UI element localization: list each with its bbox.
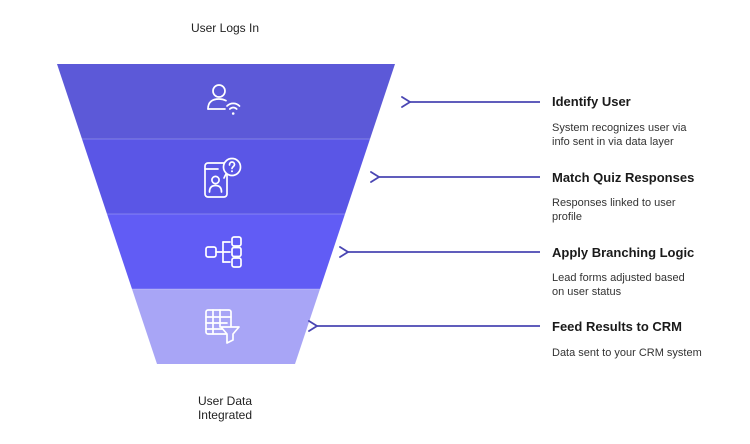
step-1-text: Identify User System recognizes user via…	[552, 94, 687, 148]
step-desc-line: on user status	[552, 286, 622, 298]
top-label: User Logs In	[191, 21, 259, 35]
step-desc-line: Responses linked to user	[552, 197, 676, 209]
phone-question-icon	[204, 157, 242, 198]
table-filter-icon	[205, 309, 240, 344]
step-4-text: Feed Results to CRM Data sent to your CR…	[552, 319, 702, 359]
step-desc-line: Data sent to your CRM system	[552, 347, 702, 359]
bottom-label-line-2: Integrated	[198, 408, 252, 422]
step-title: Match Quiz Responses	[552, 170, 694, 185]
step-title: Identify User	[552, 94, 631, 109]
funnel-stage-1	[57, 64, 395, 139]
user-wifi-icon	[207, 84, 241, 115]
funnel-stage-2	[82, 139, 370, 214]
step-2-text: Match Quiz Responses Responses linked to…	[552, 170, 694, 223]
step-title: Feed Results to CRM	[552, 319, 682, 334]
step-desc-line: Lead forms adjusted based	[552, 272, 685, 284]
bottom-label-line-1: User Data	[198, 394, 252, 408]
step-3-text: Apply Branching Logic Lead forms adjuste…	[552, 245, 694, 298]
step-title: Apply Branching Logic	[552, 245, 694, 260]
step-desc-line: System recognizes user via	[552, 122, 687, 134]
branching-icon	[205, 236, 242, 268]
funnel	[57, 64, 395, 364]
step-desc-line: info sent in via data layer	[552, 136, 674, 148]
arrows	[308, 96, 540, 332]
step-desc-line: profile	[552, 211, 582, 223]
